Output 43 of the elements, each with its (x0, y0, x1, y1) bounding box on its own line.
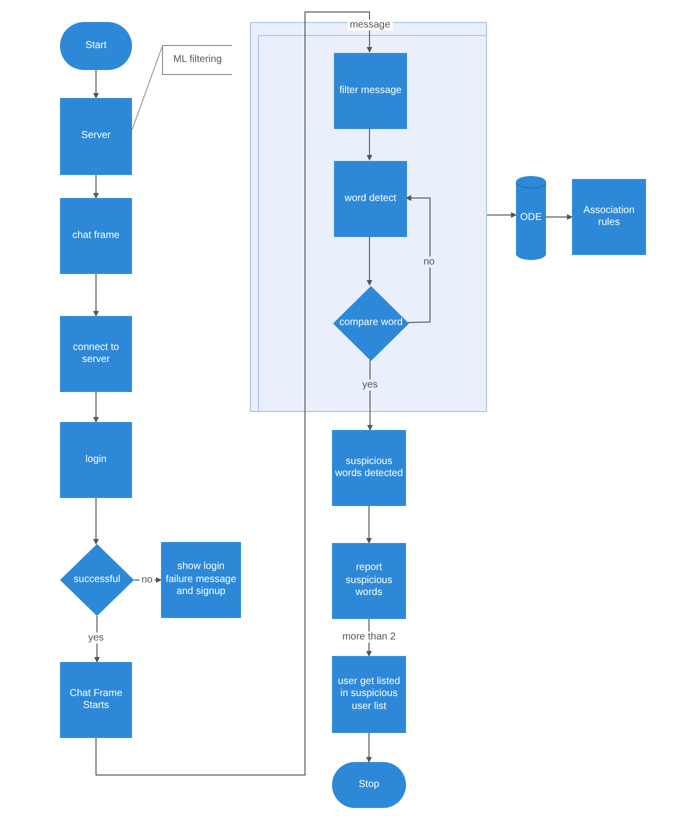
arrow (93, 174, 99, 199)
arrow (94, 616, 100, 663)
edge-label: no (139, 574, 155, 586)
arrow (93, 274, 99, 317)
process-box: filter message (334, 53, 407, 129)
arrow (367, 360, 373, 431)
process-box: connect to server (60, 316, 132, 392)
edge-label: yes (86, 632, 106, 644)
arrow (93, 70, 99, 99)
group-panel (250, 22, 487, 412)
edge-label: no (421, 256, 437, 268)
arrow (134, 577, 162, 583)
arrow (366, 128, 372, 161)
arrow (366, 506, 372, 544)
database-cylinder: ODE (516, 176, 546, 260)
process-box: suspicious words detected (332, 430, 406, 506)
process-box: Chat Frame Starts (60, 662, 132, 738)
edge-label: more than 2 (340, 632, 398, 642)
process-box: show login failure message and signup (161, 542, 241, 618)
leader-line (132, 46, 162, 130)
process-box: Association rules (572, 179, 646, 255)
process-box: report suspicious words (332, 543, 406, 619)
arrow (93, 392, 99, 423)
arrow (366, 618, 372, 657)
process-box: Server (60, 98, 132, 175)
arrow (405, 195, 430, 323)
arrow (366, 236, 372, 286)
arrow (486, 212, 517, 218)
decision-diamond: successful (60, 544, 134, 616)
process-box: user get listed in suspicious user list (332, 656, 406, 733)
annotation-bracket: ML filtering (162, 45, 232, 75)
arrow (546, 214, 573, 220)
arrow (96, 12, 372, 776)
terminal-shape: Start (60, 22, 132, 70)
arrow (366, 732, 372, 763)
process-box: word detect (334, 161, 407, 237)
decision-diamond: compare word (333, 286, 409, 361)
terminal-shape: Stop (332, 762, 406, 808)
arrow (93, 498, 99, 545)
edge-label: message (348, 20, 392, 30)
process-box: login (60, 422, 132, 498)
process-box: chat frame (60, 198, 132, 274)
edge-label: yes (360, 380, 380, 390)
